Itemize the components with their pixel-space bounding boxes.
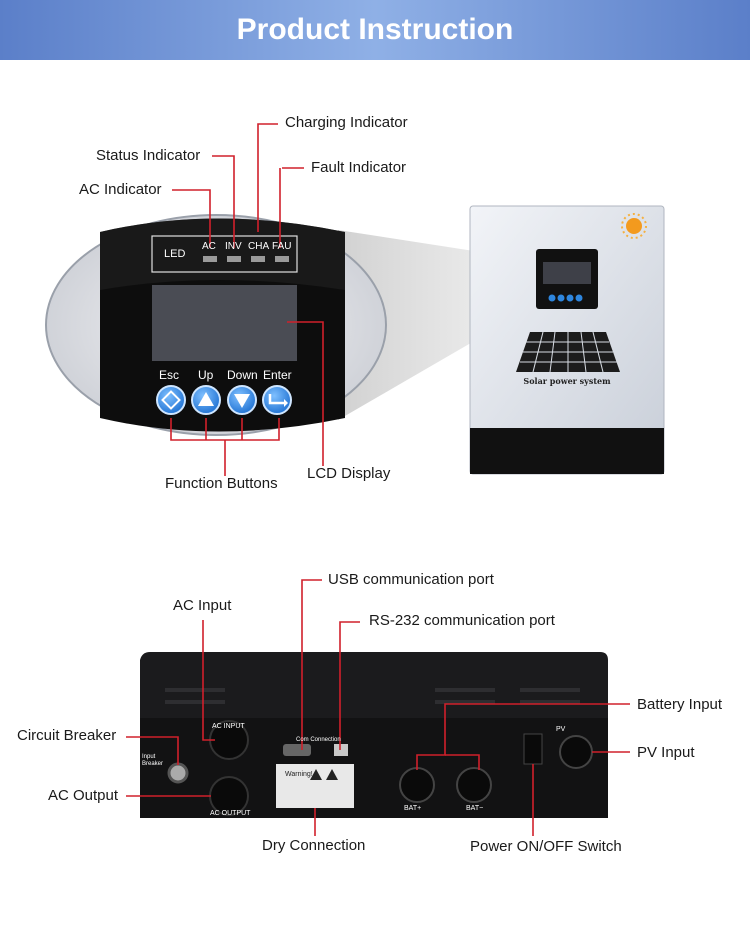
bat-neg-text: BAT− xyxy=(466,805,484,812)
led-cha-label: CHA xyxy=(248,241,270,252)
inverter-rear-view xyxy=(140,652,608,818)
up-button[interactable] xyxy=(191,385,221,415)
bat-pos-text: BAT+ xyxy=(404,805,422,812)
led-fau-label: FAU xyxy=(272,241,292,252)
pv-input-label: PV Input xyxy=(637,744,695,761)
status-indicator-label: Status Indicator xyxy=(96,147,201,164)
led-ac-label: AC xyxy=(202,241,216,252)
fau-led xyxy=(275,256,289,262)
fault-indicator-label: Fault Indicator xyxy=(311,159,407,176)
header-banner xyxy=(0,0,750,60)
enter-button-label: Enter xyxy=(263,368,292,382)
down-button-label: Down xyxy=(227,368,258,382)
cha-led xyxy=(251,256,265,262)
pv-port-text: PV xyxy=(556,726,566,733)
input-breaker-text-1: Input xyxy=(142,754,156,760)
up-button-label: Up xyxy=(198,368,214,382)
input-breaker-text-2: Breaker xyxy=(142,761,164,767)
inverter-front-view: Solar power system xyxy=(469,205,665,475)
sun-logo-icon xyxy=(626,218,642,234)
usb-port-label: USB communication port xyxy=(328,571,494,588)
esc-button[interactable] xyxy=(156,385,186,415)
ac-led xyxy=(203,256,217,262)
charging-indicator-label: Charging Indicator xyxy=(285,114,408,131)
led-label: LED xyxy=(164,248,186,260)
warning-text: Warning! xyxy=(285,771,313,778)
svg-text:Solar power system: Solar power system xyxy=(523,376,611,386)
ac-output-label: AC Output xyxy=(48,787,119,804)
esc-button-label: Esc xyxy=(159,368,180,382)
inv-led xyxy=(227,256,241,262)
com-connection-text: Com Connection xyxy=(296,737,341,743)
function-buttons-label: Function Buttons xyxy=(165,475,278,492)
rs232-port-label: RS-232 communication port xyxy=(369,612,555,629)
lcd-screen xyxy=(152,285,297,361)
circuit-breaker-label: Circuit Breaker xyxy=(17,727,117,744)
ac-indicator-label: AC Indicator xyxy=(79,181,162,198)
ac-input-label: AC Input xyxy=(173,597,232,614)
led-inv-label: INV xyxy=(225,241,242,252)
lcd-display-label: LCD Display xyxy=(307,465,391,482)
dry-connection-label: Dry Connection xyxy=(262,837,366,854)
battery-input-label: Battery Input xyxy=(637,696,723,713)
down-button[interactable] xyxy=(227,385,257,415)
power-switch-label: Power ON/OFF Switch xyxy=(470,838,622,855)
callout-lines xyxy=(126,123,630,836)
ac-output-port-text: AC OUTPUT xyxy=(210,810,251,817)
enter-button[interactable] xyxy=(262,385,292,415)
ac-input-port-text: AC INPUT xyxy=(212,723,245,730)
page-title: Product Instruction xyxy=(236,13,514,46)
